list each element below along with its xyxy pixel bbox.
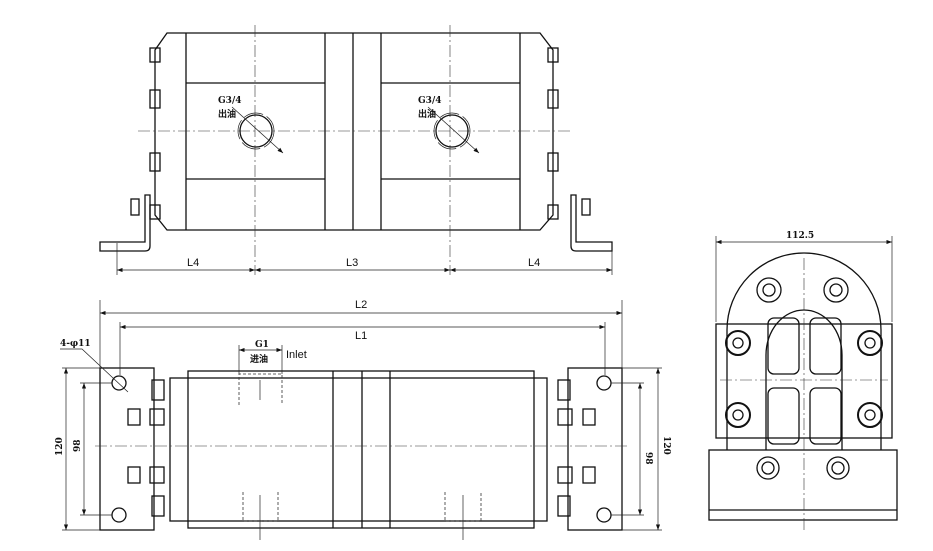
outlet-port-right	[435, 114, 469, 148]
mount-hole	[596, 507, 612, 523]
dimension-lines	[116, 243, 613, 275]
outlet-right-name: 出油	[418, 108, 436, 120]
dim-l2: L2	[355, 299, 367, 311]
dim-l1: L1	[355, 330, 367, 342]
dimension-lines	[715, 236, 893, 322]
cavity-windows	[767, 317, 842, 445]
leader-line	[427, 106, 480, 154]
dim-height-right: 120	[661, 436, 671, 455]
dim-l4-left: L4	[187, 257, 199, 269]
base-plate	[708, 449, 898, 521]
outlet-port-left	[239, 114, 273, 148]
dim-pitch-right: 98	[643, 452, 653, 465]
dim-l3: L3	[346, 257, 358, 269]
mount-plate-right	[567, 367, 623, 531]
mount-hole	[596, 375, 612, 391]
mount-hole	[111, 507, 127, 523]
hidden-ports	[238, 373, 482, 522]
outlet-left-name: 出油	[218, 108, 236, 120]
dim-holes: 4-φ11	[60, 339, 91, 349]
dim-width: 112.5	[786, 231, 814, 241]
top-view: G3/4 出油 G3/4 出油 L4 L3 L4	[99, 25, 613, 275]
bracket-left	[99, 194, 151, 252]
bolts	[130, 47, 591, 220]
body-sections	[185, 33, 521, 230]
pump-body	[187, 370, 535, 529]
side-view: 112.5	[708, 231, 898, 530]
outlet-left-size: G3/4	[218, 96, 242, 106]
inlet-label: Inlet	[286, 349, 307, 361]
inlet-name: 进油	[250, 353, 268, 365]
body-sections	[332, 371, 391, 528]
dim-pitch-left: 98	[73, 439, 83, 452]
outlet-right-size: G3/4	[418, 96, 442, 106]
bracket-right	[570, 194, 613, 252]
leader-line	[231, 106, 284, 154]
mount-plate-left	[99, 367, 155, 531]
pump-body-flange	[169, 377, 548, 522]
pump-body-outline	[154, 32, 554, 231]
dim-height-left: 120	[55, 437, 65, 456]
pump-end-housing	[726, 252, 882, 450]
inlet-size: G1	[255, 340, 269, 350]
bolt-heads	[725, 277, 883, 480]
dimension-lines	[60, 300, 662, 531]
bolts	[127, 379, 596, 517]
dim-l4-right: L4	[528, 257, 540, 269]
front-view: L2 L1 4-φ11 G1 进油 Inlet 120 98 98 120	[55, 299, 671, 540]
